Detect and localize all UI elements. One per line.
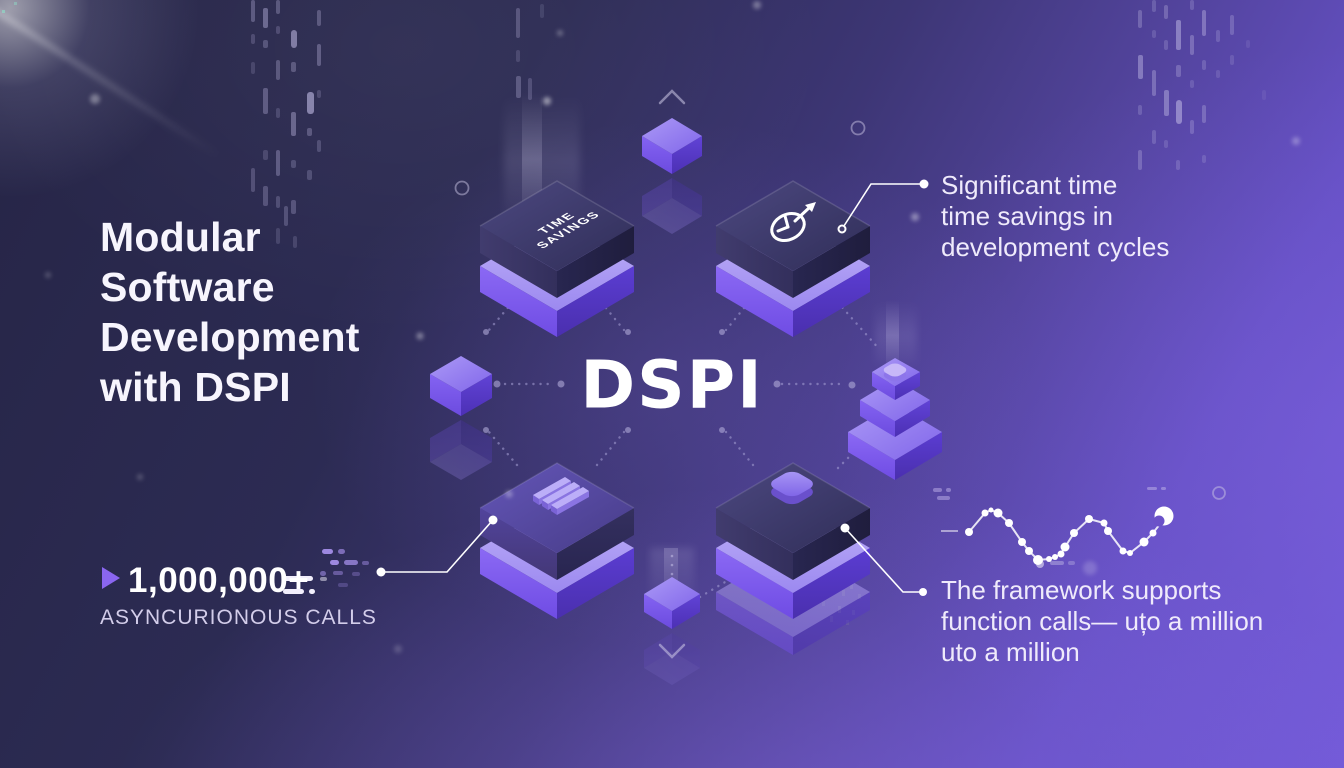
annotation-line: development cycles bbox=[941, 232, 1170, 262]
page-title-line: Modular bbox=[100, 214, 261, 260]
sparkle bbox=[2, 2, 17, 13]
light-beam-right bbox=[875, 300, 917, 364]
callout-bottom-left bbox=[376, 515, 498, 577]
annotation-line: The framework supports bbox=[941, 575, 1222, 605]
annotation-line: Significant time bbox=[941, 170, 1118, 200]
callout-top-right bbox=[837, 179, 929, 234]
crescent-dot-icon bbox=[1153, 506, 1174, 527]
stat-value: 1,000,000+ bbox=[128, 561, 310, 600]
outline-circles bbox=[454, 120, 1226, 500]
page-title-line: Development bbox=[100, 314, 360, 360]
callout-bottom-right bbox=[840, 523, 927, 596]
play-triangle-icon bbox=[102, 567, 120, 589]
module-rounded-square bbox=[715, 462, 871, 655]
small-cube-left bbox=[430, 356, 492, 416]
stacked-bars-icon bbox=[533, 477, 589, 515]
small-cube-top bbox=[642, 118, 702, 174]
module-clock bbox=[715, 180, 871, 337]
module-stack-tower bbox=[848, 358, 942, 480]
clock-arrow-icon bbox=[770, 202, 816, 242]
module-time-savings: TIME SAVINGS bbox=[479, 180, 635, 337]
annotation-bottom-right: The framework supports function calls— u… bbox=[941, 575, 1263, 668]
annotation-line: uto a million bbox=[941, 637, 1080, 667]
stat-dash-cluster bbox=[283, 549, 369, 594]
page-title-line: Software bbox=[100, 264, 275, 310]
stat-label: ASYNCURIONOUS CALLS bbox=[100, 606, 377, 629]
chevron-up-icon bbox=[658, 89, 686, 105]
dspi-logo: DSPI bbox=[580, 346, 764, 424]
annotation-line: time savings in bbox=[941, 201, 1113, 231]
chevron-down-icon bbox=[658, 643, 686, 659]
tower-inset-icon bbox=[883, 363, 907, 382]
small-cube-left-reflection bbox=[430, 420, 492, 480]
matrix-rain-left bbox=[251, 0, 544, 248]
matrix-rain-right bbox=[1138, 0, 1266, 170]
wave-dotted-line bbox=[933, 487, 1174, 568]
annotation-line: function calls— uțo a million bbox=[941, 606, 1264, 636]
page-title-line: with DSPI bbox=[100, 364, 291, 410]
page-title: Modular Software Development with DSPI bbox=[100, 212, 360, 412]
annotation-top-right: Significant time time savings in develop… bbox=[941, 170, 1169, 263]
small-cube-bottom-reflection bbox=[644, 633, 700, 685]
small-cube-top-reflection bbox=[642, 178, 702, 234]
glow-dots bbox=[45, 1, 1300, 653]
module-bars bbox=[479, 462, 635, 619]
rounded-square-icon bbox=[771, 471, 813, 505]
